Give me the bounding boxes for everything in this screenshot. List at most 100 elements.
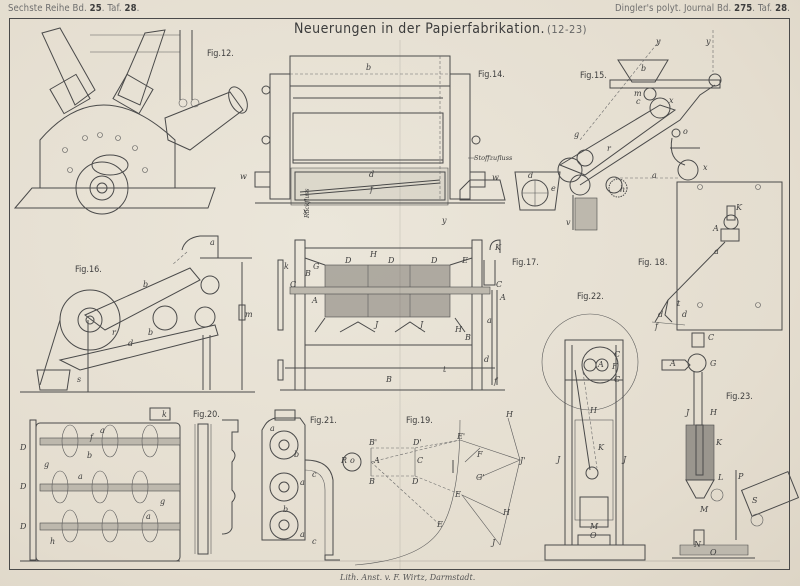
fig17-letter-D2: D [388,256,395,265]
fig14-letter-d: d [369,170,375,179]
fig16-letter-d: d [128,339,134,348]
fig12-label: Fig.12. [207,49,234,59]
fig22-letter-C1: C [614,350,621,359]
fig19-letter-E2: E [455,490,461,499]
fig16-letter-b2: b [148,328,154,337]
fig14-letter-w2: w [492,173,499,182]
fig17-letter-t: t [443,365,447,374]
fig22-letter-J2: J [623,455,627,464]
fig18-letter-d1: d [658,310,664,319]
fig23-letter-P: P [738,472,744,481]
series-prefix: Sechste Reihe Bd. [8,3,87,14]
fig20-letter-h: h [50,537,56,546]
fig17-letter-B3: B [386,375,392,384]
fig21-letter-a2: a [300,478,305,487]
fig23-letter-A: A [670,359,676,368]
fig19-letter-R: R [341,456,348,465]
journal-volume: 275 [734,3,753,14]
fig17-letter-J2: J [420,320,424,329]
fig17-letter-B1: B [305,269,311,278]
fig18-letter-d2: d [682,310,688,319]
series-sep: . Taf. [101,3,122,14]
fig19-letter-J2: J [492,538,496,547]
fig16-letter-a: a [210,238,215,247]
fig20-letter-g2: g [160,497,166,506]
fig14-letter-b: b [366,63,372,72]
series-header: Sechste Reihe Bd. 25. Taf. 28. [8,3,140,14]
fig15-letter-m: m [634,89,642,98]
journal-plate: 28 [775,3,788,14]
fig21-letter-b2: b [283,505,289,514]
fig17-drawing [277,239,505,391]
fig17-letter-D3: D [431,256,438,265]
fig14-label: Fig.14. [478,70,505,80]
journal-header: Dingler's polyt. Journal Bd. 275. Taf. 2… [614,3,790,14]
fig18-label: Fig. 18. [638,258,668,268]
fig16-letter-m: m [245,310,253,319]
fig17-letter-D1: D [345,256,352,265]
plate-border [9,18,790,570]
fig15-letter-a: a [652,171,657,180]
fig19-letter-C: C [417,456,424,465]
fig23-letter-N: N [694,540,701,549]
fig20-letter-b: b [87,451,93,460]
fig18-letter-K: K [736,203,742,212]
fig19-letter-H2: H [503,508,510,517]
fig19-letter-E1: E' [457,432,466,441]
fig15-letter-y1: y [656,37,661,46]
fig17-label: Fig.17. [512,258,539,268]
fig14-letter-x: x [303,207,308,216]
fig21-label: Fig.21. [310,416,337,426]
fig23-letter-K: K [716,438,722,447]
fig21-letter-a3: a [300,530,305,539]
fig15-letter-x2: x [703,163,708,172]
fig22-letter-A: A [598,360,604,369]
fig20-letter-k: k [162,410,167,419]
fig22-letter-C2: C [614,375,621,384]
fig23-letter-H: H [710,408,717,417]
fig20-letter-D3: D [20,522,27,531]
fig19-drawing [342,417,521,566]
fig19-letter-E3: E [437,520,443,529]
fig23-drawing [661,332,800,559]
fig19-letter-o: o [350,456,355,465]
fig17-letter-C1: C [290,280,297,289]
fig15-letter-y2: y [706,37,711,46]
fig15-letter-d: d [528,171,534,180]
fig23-letter-O: O [710,548,717,557]
fig20-label: Fig.20. [193,410,220,420]
fig23-letter-J: J [686,408,690,417]
fig20-letter-D1: D [20,443,27,452]
fig17-letter-f: f [494,377,497,386]
fig23-label: Fig.23. [726,392,753,402]
fig23-letter-C: C [708,333,715,342]
fig15-label: Fig.15. [580,71,607,81]
series-plate: 28 [124,3,137,14]
fig16-letter-s: s [77,375,82,384]
fig17-letter-H2: H [455,325,462,334]
fig14-letter-y: y [442,216,447,225]
fig19-letter-H1: H [506,410,513,419]
fig19-label: Fig.19. [406,416,433,426]
series-volume: 25 [89,3,102,14]
fig22-letter-O: O [590,531,597,540]
fig22-letter-K: K [598,443,604,452]
title-range: (12-23) [547,23,587,36]
fig17-letter-a: a [487,316,492,325]
fig16-letter-b1: b [143,280,149,289]
fig21-letter-b1: b [294,450,300,459]
fig22-letter-M: M [590,522,599,531]
fig15-letter-h: h [620,185,626,194]
fig15-letter-x1: x [669,96,674,105]
fig14-drawing [254,55,506,206]
fig14-stoffzufluss: Stoffzufluss [474,154,513,162]
fig23-letter-M: M [700,505,709,514]
fig21-letter-c1: c [312,470,317,479]
fig17-letter-B2: B [465,333,471,342]
fig16-drawing [20,235,255,393]
fig20-letter-a1: a [100,426,105,435]
fig22-letter-F: F [612,362,618,371]
fig20-letter-f: f [90,433,93,442]
fig22-letter-J1: J [557,455,561,464]
